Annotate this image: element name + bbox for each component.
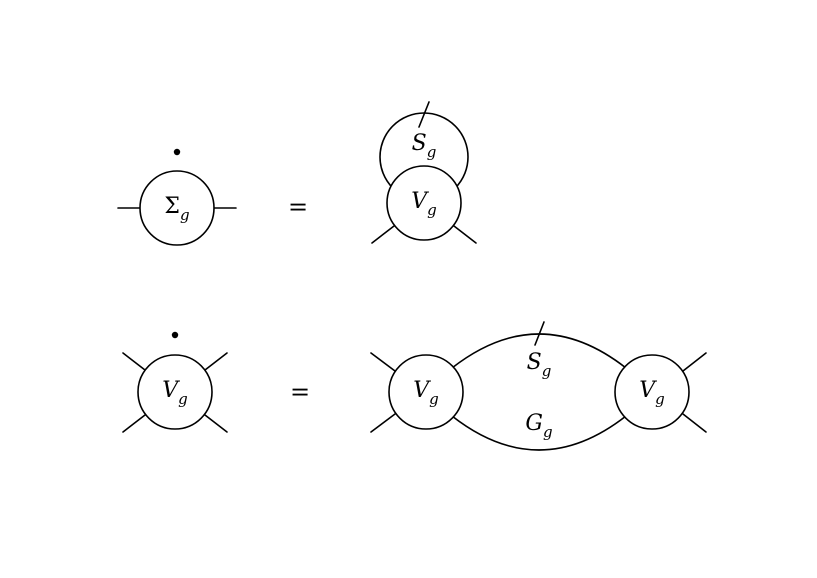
propagator-slash-mark (534, 321, 545, 346)
left-v-vertex (388, 354, 464, 430)
four-point-vertex-diagram: Vg (122, 331, 228, 433)
lower-left-leg (371, 225, 395, 244)
equation-2: Vg = Sg Gg Vg (122, 321, 707, 451)
lower-right-leg (204, 414, 228, 433)
upper-propagator-label: Sg (527, 350, 552, 380)
equals-sign-2: = (290, 378, 310, 406)
time-derivative-dot (173, 148, 181, 156)
v-vertex (386, 165, 462, 241)
right-vertex-lower-leg (682, 413, 707, 433)
upper-right-leg (204, 352, 228, 371)
sigma-vertex-label: Σg (164, 194, 189, 224)
right-vertex-upper-leg (682, 352, 707, 372)
upper-left-leg (122, 352, 146, 371)
self-energy-diagram: Σg (117, 148, 237, 246)
lower-left-leg (122, 414, 146, 433)
left-vertex-lower-leg (370, 413, 396, 433)
sigma-vertex (139, 170, 215, 246)
right-v-vertex-label: Vg (639, 378, 665, 408)
bubble-diagram: Sg Gg Vg Vg (370, 321, 707, 451)
v-vertex-label: Vg (162, 378, 188, 408)
tadpole-diagram: Sg Vg (371, 101, 477, 244)
time-derivative-dot (171, 331, 179, 339)
left-v-vertex-label: Vg (413, 378, 439, 408)
loop-label: Sg (412, 131, 437, 161)
left-vertex-upper-leg (370, 352, 396, 372)
lower-right-leg (453, 225, 477, 244)
equation-1: Σg = Sg Vg (117, 101, 477, 246)
v-vertex (137, 354, 213, 430)
lower-propagator-label: Gg (525, 411, 552, 441)
equals-sign-1: = (288, 193, 308, 221)
v-vertex-label: Vg (411, 189, 437, 219)
loop-slash-mark (418, 101, 430, 128)
lower-propagator-line (451, 415, 627, 451)
right-v-vertex (614, 354, 690, 430)
